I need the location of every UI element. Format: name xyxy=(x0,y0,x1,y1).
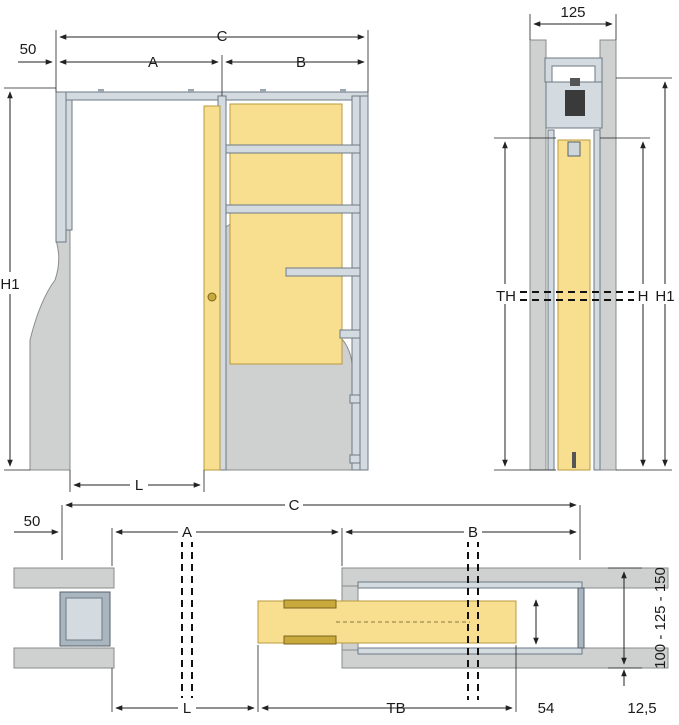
plan-label-wall-thickness: 100 - 125 - 150 xyxy=(652,567,669,669)
section-label-h: H xyxy=(638,288,649,305)
door-leaf-in-pocket xyxy=(229,103,343,365)
front-elevation: C A B 50 H1 L xyxy=(0,28,369,494)
top-rail xyxy=(55,91,369,101)
plan-label-54: 54 xyxy=(538,700,555,717)
left-wall-plaster xyxy=(29,218,71,471)
plan-label-tb: TB xyxy=(386,700,405,717)
plan-break-lines xyxy=(181,528,479,700)
pocket-reinforcement-bars xyxy=(225,144,361,464)
elev-label-c: C xyxy=(217,28,228,45)
section-break-lines xyxy=(520,291,636,301)
vertical-section: 125 TH H H1 xyxy=(494,4,678,471)
elev-label-l: L xyxy=(135,477,143,494)
elev-label-50: 50 xyxy=(20,41,37,58)
section-door-panel xyxy=(557,139,591,471)
plan-wall-top-left xyxy=(13,567,115,589)
left-jamb xyxy=(55,91,67,243)
plan-view: C A B 50 L TB 54 100 - 125 - 150 12,5 xyxy=(13,494,669,718)
door-leaf-edge xyxy=(203,105,221,471)
plan-label-50: 50 xyxy=(24,513,41,530)
plan-wall-bottom-left xyxy=(13,647,115,669)
door-handle-icon xyxy=(207,292,217,302)
elev-label-h1: H1 xyxy=(0,276,19,293)
plan-label-12-5: 12,5 xyxy=(627,700,656,717)
section-wall-left xyxy=(529,39,547,471)
left-jamb-inner xyxy=(65,99,73,231)
section-label-h1: H1 xyxy=(655,288,674,305)
section-label-125: 125 xyxy=(560,4,585,21)
plan-label-a: A xyxy=(182,524,192,541)
pocket-end-post xyxy=(359,95,369,471)
section-label-th: TH xyxy=(496,288,516,305)
plan-label-c: C xyxy=(289,497,300,514)
plan-label-b: B xyxy=(468,524,478,541)
roller-icon xyxy=(565,90,585,116)
plan-cassette-bottom xyxy=(357,647,583,655)
rail-screws xyxy=(98,89,346,93)
pocket-end-inner xyxy=(351,95,361,471)
elev-label-b: B xyxy=(296,54,306,71)
plan-cassette-top xyxy=(357,581,583,589)
plan-label-l: L xyxy=(183,700,191,717)
elev-label-a: A xyxy=(148,54,158,71)
